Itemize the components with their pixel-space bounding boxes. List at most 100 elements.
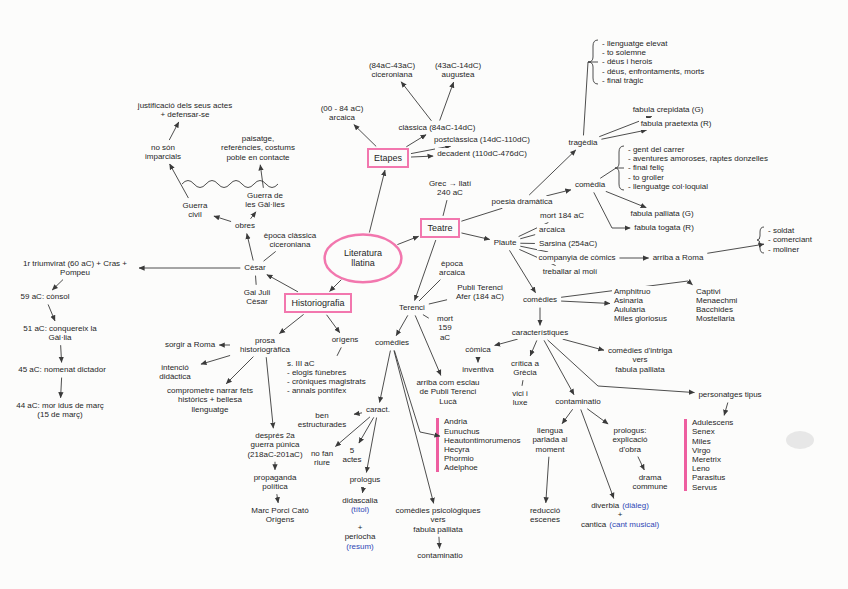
node-text: intenció didàctica xyxy=(159,363,191,381)
highlight-bar xyxy=(684,419,687,491)
text-node: personatges tipus xyxy=(696,389,763,400)
text-stack: (00 - 84 aC)arcaica xyxy=(319,103,366,123)
text-row: Miles xyxy=(692,437,733,446)
node-text: Miles xyxy=(692,437,711,446)
text-row: Heautontimorumenos xyxy=(444,436,520,445)
node-text: treballar al molí xyxy=(543,267,598,276)
text-row: Eunuchus xyxy=(444,427,520,436)
text-row: època clàssica ciceroniana xyxy=(263,231,318,249)
text-node: arriba com esclau de Publi Terenci Lucà xyxy=(414,377,482,407)
connector xyxy=(247,234,253,261)
bullet-list: AdulescensSenexMilesVirgoMeretrixLenoPar… xyxy=(690,417,735,493)
connector xyxy=(561,301,610,303)
text-node: Publi Terenci Afer (184 aC) xyxy=(449,282,511,302)
node-text: (00 - 84 aC) xyxy=(321,104,364,113)
text-node: inventiva xyxy=(460,364,496,375)
connector xyxy=(354,413,362,414)
text-row: tragèdia xyxy=(569,138,598,147)
node-text: tragèdia xyxy=(569,138,598,147)
connector xyxy=(563,339,604,350)
connector xyxy=(583,62,598,135)
node-text: Phormio xyxy=(444,454,474,463)
connector xyxy=(411,156,433,158)
node-text: Senex xyxy=(692,427,715,436)
connector xyxy=(562,409,573,423)
text-row: 59 aC: cònsol xyxy=(21,292,70,301)
connector xyxy=(255,276,257,285)
text-row: ben estructurades xyxy=(294,411,350,429)
node-text: no fan riure xyxy=(311,449,333,467)
text-row: obres xyxy=(235,221,255,230)
text-row: + xyxy=(581,510,659,519)
node-text: justificació dels seus actes + defensar-… xyxy=(138,101,232,119)
text-node: còmica xyxy=(463,344,492,355)
node-text: comèdies xyxy=(375,338,409,347)
node-text: companyia de còmics xyxy=(539,253,616,262)
text-row: - final tràgic xyxy=(602,76,704,85)
connector xyxy=(362,488,363,493)
text-node: treballar al molí xyxy=(541,266,600,277)
node-text: sorgir a Roma xyxy=(165,340,215,349)
connector xyxy=(546,457,549,503)
text-row: comèdia xyxy=(575,180,605,189)
text-row: drama commune xyxy=(630,473,670,491)
connector xyxy=(219,345,230,346)
node-text: - final feliç xyxy=(628,163,664,172)
connector xyxy=(406,135,426,147)
text-row: arriba a Roma xyxy=(653,253,704,262)
text-row: - annals pontífex xyxy=(287,386,366,395)
text-node: Sarsina (254aC) xyxy=(537,238,599,249)
connector xyxy=(359,417,374,443)
text-row: - cròniques magistrats xyxy=(287,377,366,386)
node-text: Bacchides xyxy=(696,305,733,314)
text-row: Plaute xyxy=(494,238,517,247)
text-row: propaganda política xyxy=(250,473,300,491)
text-row: vers xyxy=(396,515,481,524)
text-node: crítica a Grècia xyxy=(503,358,547,378)
text-row: vers xyxy=(608,355,672,364)
node-text: Meretrix xyxy=(692,455,721,464)
text-node: contaminatio xyxy=(553,396,602,407)
text-node: vici i luxe xyxy=(506,388,535,408)
text-node: Plaute xyxy=(492,237,519,248)
text-row: llengua parlada al moment xyxy=(525,426,575,454)
node-text: Cèsar xyxy=(244,263,265,272)
text-node: mort 159 aC xyxy=(431,313,460,343)
text-node: drama commune xyxy=(628,472,672,492)
node-text: Heautontimorumenos xyxy=(444,436,520,445)
connector xyxy=(606,191,647,207)
node-text: (15 de març) xyxy=(37,410,82,419)
connector xyxy=(461,233,489,240)
topic-box: Etapes xyxy=(367,148,409,168)
node-text: poesia dramàtica xyxy=(492,197,553,206)
connector xyxy=(600,168,624,178)
node-text: - to groller xyxy=(628,173,664,182)
connector xyxy=(214,216,231,221)
text-node: Guerra civil xyxy=(178,200,212,220)
text-row: contaminatio xyxy=(417,551,462,560)
node-text: Terenci xyxy=(399,303,425,312)
node-text: + xyxy=(358,523,363,532)
text-stack: (43aC-14dC)augustea xyxy=(433,60,483,80)
node-text: Asinaria xyxy=(614,296,643,305)
text-row: diverbia(diàleg) xyxy=(581,501,659,510)
node-text: característiques xyxy=(512,328,568,337)
text-row: comèdies xyxy=(375,338,409,347)
connector xyxy=(330,280,342,292)
node-text: Publi Terenci Afer (184 aC) xyxy=(456,283,504,301)
text-row: vici i luxe xyxy=(508,389,533,407)
text-row: Adelphoe xyxy=(444,463,520,472)
text-row: sorgir a Roma xyxy=(165,340,215,349)
title-circle: Literatura llatina xyxy=(323,233,403,284)
node-text: arcaica xyxy=(539,225,565,234)
text-node: 59 aC: cònsol xyxy=(19,291,72,302)
text-node: arriba a Roma xyxy=(651,252,706,263)
connector xyxy=(601,130,646,139)
text-row: no són imparcials xyxy=(141,143,185,161)
text-row: arriba com esclau de Publi Terenci Lucà xyxy=(416,378,480,406)
text-node: Gai Juli Cèsar xyxy=(240,287,274,307)
connector xyxy=(461,208,502,221)
bullet-list: AndriaEunuchusHeautontimorumenosHecyraPh… xyxy=(442,416,522,473)
text-node: 1r triumvirat (60 aC) + Cras + Pompeu xyxy=(13,258,137,278)
